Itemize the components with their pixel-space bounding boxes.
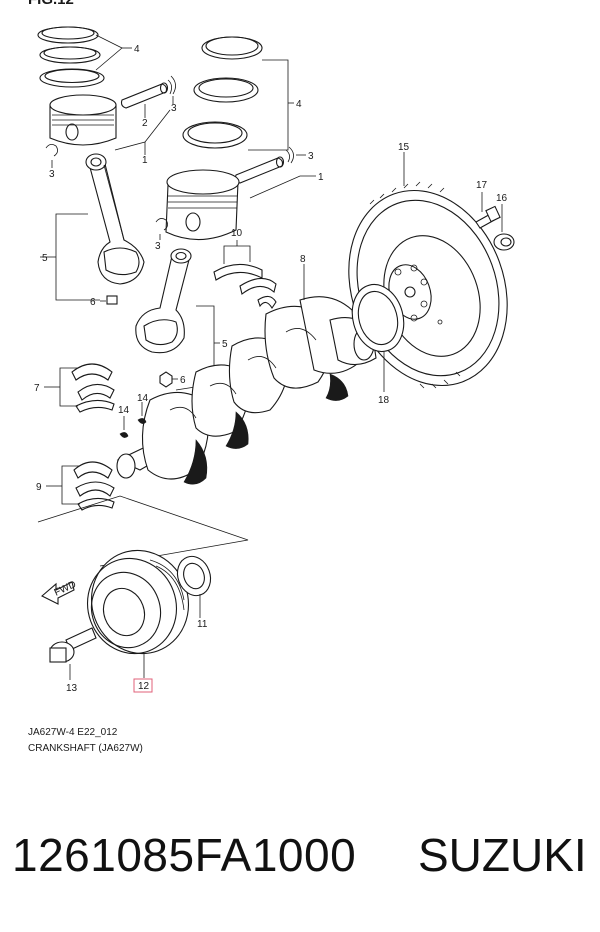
fwd-arrow-icon — [41, 581, 75, 605]
callout-15: 15 — [398, 142, 410, 153]
callout-18: 18 — [378, 395, 390, 406]
thrust-bearing-9 — [73, 461, 115, 511]
callout-1-right: 1 — [318, 172, 324, 183]
piston-pin-right — [234, 156, 285, 184]
callout-8: 8 — [300, 254, 306, 265]
callout-13: 13 — [66, 683, 78, 694]
product-footer — [0, 778, 600, 932]
callout-3-top: 3 — [171, 103, 177, 114]
figure-title: FIG.12 — [28, 0, 74, 8]
callout-9: 9 — [36, 482, 42, 493]
rear-oil-seal — [351, 283, 405, 353]
brand-name: SUZUKI — [418, 829, 587, 881]
pulley-bolt — [49, 627, 97, 663]
crankshaft-pulley — [86, 549, 190, 655]
callout-6-right: 6 — [180, 375, 186, 386]
piston-rings-left — [37, 26, 105, 88]
callout-5-left: 5 — [42, 253, 48, 264]
callout-14-left: 14 — [118, 405, 130, 416]
callout-10: 10 — [231, 228, 243, 239]
piston-right — [165, 169, 240, 241]
callout-16: 16 — [496, 193, 508, 204]
callout-3-left: 3 — [49, 169, 55, 180]
piston-pin-upper — [120, 82, 169, 109]
callout-14-right: 14 — [137, 393, 149, 404]
callout-3-mid: 3 — [155, 241, 161, 252]
callout-11: 11 — [197, 619, 208, 630]
callout-4-right: 4 — [296, 99, 302, 110]
callout-3-right: 3 — [308, 151, 314, 162]
parts-diagram: FWD 4 3 2 1 3 4 — [28, 0, 515, 754]
callout-4-left: 4 — [134, 44, 140, 55]
callout-5-right: 5 — [222, 339, 228, 350]
exploded-view-drawing: FWD 4 3 2 1 3 4 — [34, 26, 515, 694]
fwd-label: FWD — [53, 579, 78, 599]
figure-code: JA627W-4 E22_012 — [28, 727, 118, 738]
figure-name: CRANKSHAFT (JA627W) — [28, 743, 143, 754]
connecting-rod-right — [135, 248, 192, 354]
connecting-rod-left — [85, 153, 145, 285]
highlight-box — [133, 678, 153, 693]
callout-7: 7 — [34, 383, 40, 394]
callout-1-left: 1 — [142, 155, 148, 166]
callout-12: 12 — [138, 681, 150, 692]
flywheel-bolt — [475, 205, 501, 229]
piston-rings-right — [182, 36, 263, 149]
callout-17: 17 — [476, 180, 488, 191]
part-number: 1261085FA1000 — [12, 829, 357, 881]
pilot-bearing — [493, 233, 515, 251]
piston-left — [49, 94, 117, 146]
front-oil-seal — [176, 555, 212, 597]
callout-6-left: 6 — [90, 297, 96, 308]
callout-2: 2 — [142, 118, 148, 129]
main-bearing-7 — [71, 363, 115, 413]
main-bearing-upper — [213, 263, 277, 310]
